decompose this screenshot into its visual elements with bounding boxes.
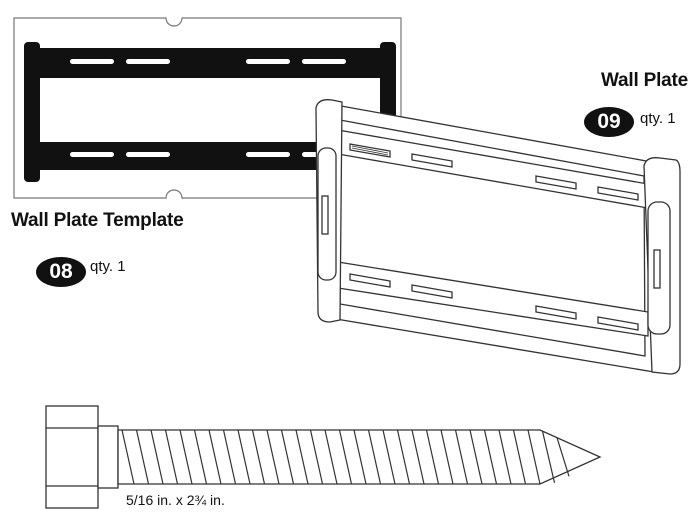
part-08-number-badge: 08 [36,257,86,287]
part-08-quantity: qty. 1 [90,258,126,275]
part-09-title: Wall Plate [601,70,689,91]
part-08-title: Wall Plate Template [11,210,184,231]
part-09-quantity: qty. 1 [640,110,676,127]
screw-size-label: 5/16 in. x 2¾ in. [126,492,225,508]
part-09-number-badge: 09 [584,107,634,137]
wall-plate-drawing [315,99,681,375]
lag-screw-drawing [45,405,602,509]
